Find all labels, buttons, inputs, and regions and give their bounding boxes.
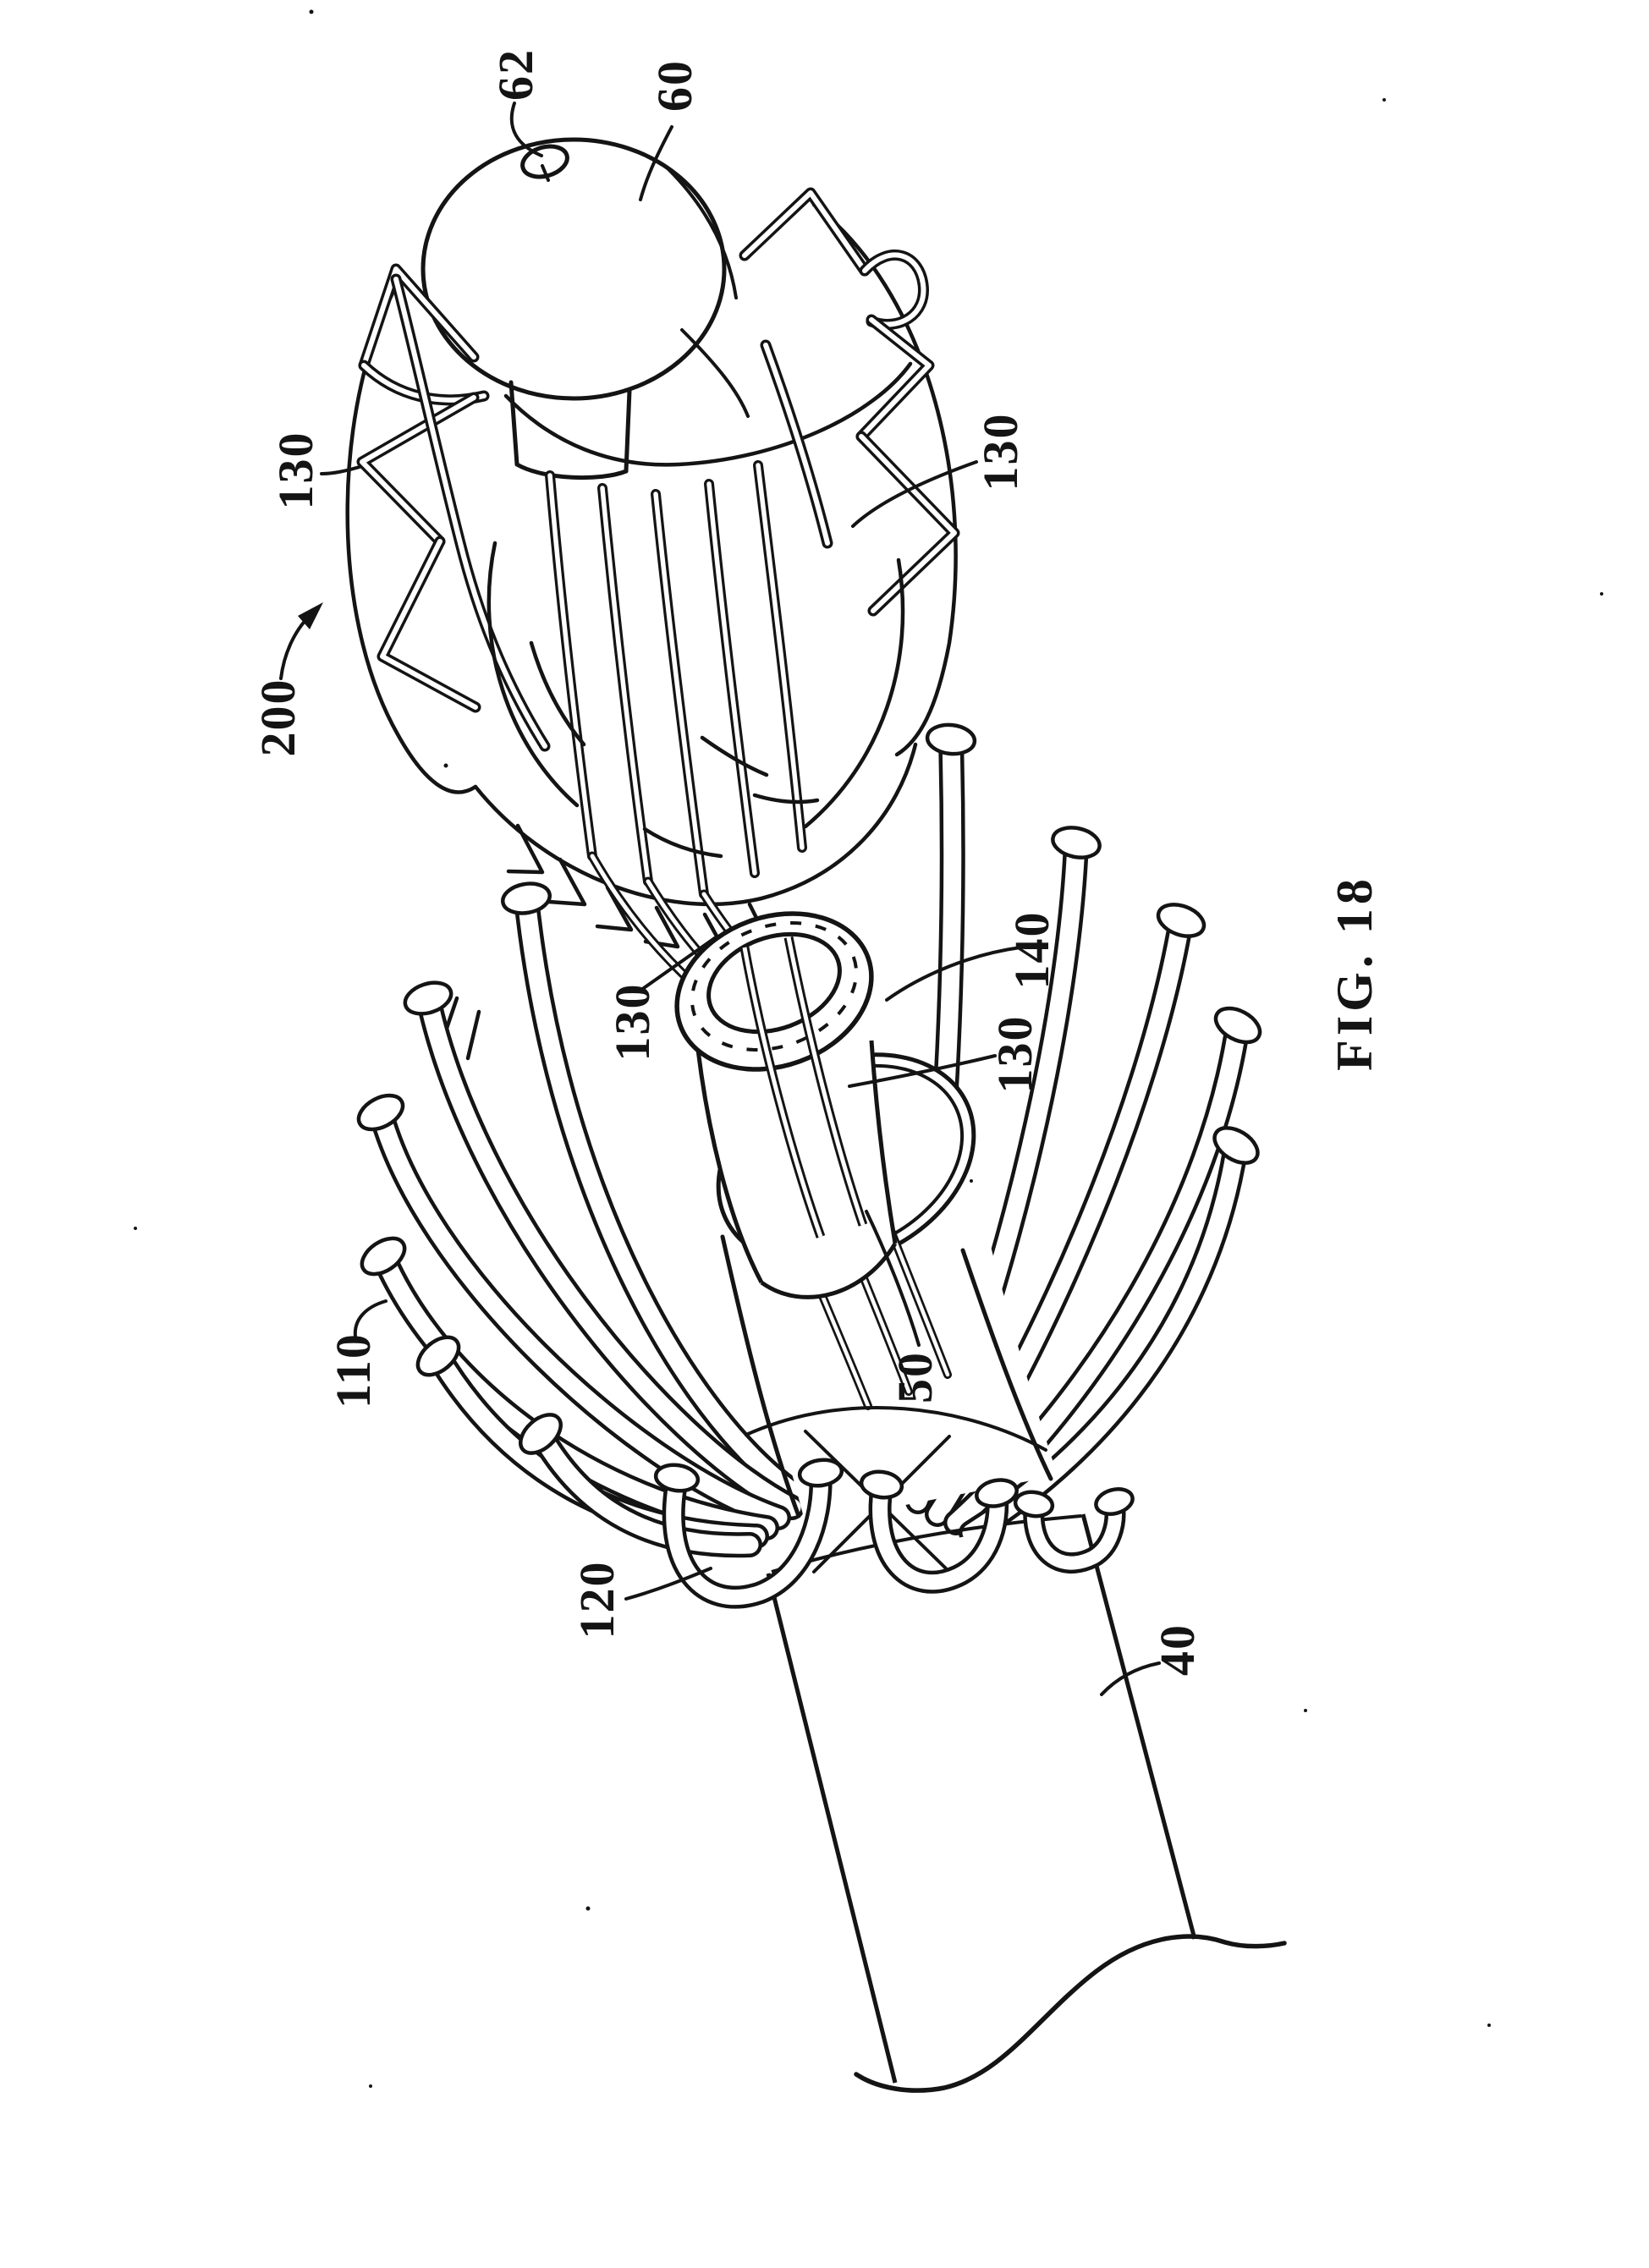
loop-2 (859, 1469, 1019, 1594)
ref-label-60: 60 (647, 59, 702, 112)
cage-barbs (438, 823, 769, 1061)
leader-130a (320, 465, 361, 475)
ref-label-110: 110 (326, 1332, 381, 1409)
crown-struts (356, 187, 960, 752)
cage-vertical-struts (545, 460, 807, 899)
leader-60 (639, 125, 673, 201)
arm-left-6 (519, 1413, 762, 1558)
leader-62 (509, 102, 543, 157)
leader-40 (1100, 1661, 1161, 1696)
leader-50 (865, 1210, 921, 1347)
ref-label-50: 50 (888, 1351, 943, 1403)
arrow-200 (279, 602, 323, 680)
retainer-loops (653, 1406, 1135, 1609)
valve-bulb (486, 541, 905, 859)
leader-110 (353, 1299, 388, 1338)
leader-130d (848, 1054, 997, 1088)
ref-label-130-right: 130 (973, 412, 1028, 491)
figure-caption: FIG. 18 (1327, 875, 1382, 1071)
ref-label-120: 120 (569, 1560, 624, 1639)
loop-1 (653, 1458, 844, 1609)
arm-left-1 (501, 881, 816, 1512)
leader-lines (279, 102, 1161, 1696)
ref-label-40: 40 (1150, 1623, 1205, 1676)
arm-fan (356, 722, 1262, 1558)
ref-label-130-mid-left: 130 (605, 982, 660, 1062)
scan-speckles (134, 9, 1603, 2088)
ref-label-200: 200 (250, 678, 305, 757)
anchor-cage (345, 187, 960, 1061)
catheter-shaft (766, 1513, 1287, 2093)
ref-label-140: 140 (1004, 910, 1059, 990)
ring-rods (739, 936, 868, 1238)
leader-130c (640, 936, 717, 991)
arm-left-2 (403, 980, 805, 1520)
tip-hole (520, 144, 569, 182)
loop-3 (1013, 1487, 1135, 1573)
ref-label-130-mid-right: 130 (987, 1014, 1042, 1094)
ratchet-ring (674, 911, 874, 1238)
arm-left-3 (356, 1093, 791, 1530)
leader-120 (624, 1567, 712, 1601)
leader-130b (851, 460, 978, 528)
ref-label-62: 62 (488, 48, 543, 101)
leader-140 (885, 946, 1022, 1002)
nose-cone (420, 137, 913, 481)
ref-label-130-upper-left: 130 (268, 431, 323, 510)
